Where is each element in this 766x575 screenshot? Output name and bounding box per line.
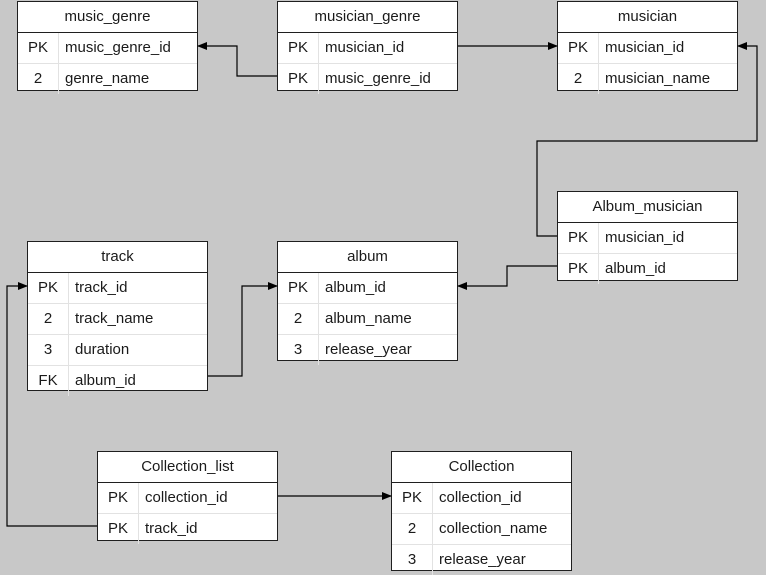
field-name: collection_id xyxy=(439,489,522,506)
key-marker: 2 xyxy=(392,514,433,544)
entity-row[interactable]: 2 musician_name xyxy=(558,63,737,94)
field-name: album_id xyxy=(605,260,666,277)
field-name: musician_id xyxy=(325,39,405,56)
entity-title: album xyxy=(278,242,457,273)
field-name: track_name xyxy=(75,310,154,327)
entity-row[interactable]: PK music_genre_id xyxy=(278,63,457,94)
entity-row[interactable]: PK track_id xyxy=(98,513,277,544)
field-name: release_year xyxy=(439,551,526,568)
key-marker: PK xyxy=(278,64,319,94)
entity-title: music_genre xyxy=(18,2,197,33)
entity-row[interactable]: 3 duration xyxy=(28,334,207,365)
entity-row[interactable]: PK collection_id xyxy=(392,483,571,513)
entity-album-musician[interactable]: Album_musician PK musician_id PK album_i… xyxy=(557,191,738,284)
key-marker: PK xyxy=(392,483,433,513)
key-marker: PK xyxy=(98,483,139,513)
connector-musician-genre-to-music-genre xyxy=(197,42,277,77)
entity-row[interactable]: 3 release_year xyxy=(278,334,457,365)
entity-row[interactable]: FK album_id xyxy=(28,365,207,396)
entity-title: track xyxy=(28,242,207,273)
entity-row[interactable]: 2 album_name xyxy=(278,303,457,334)
field-name: track_id xyxy=(75,279,128,296)
field-name: collection_name xyxy=(439,520,548,537)
key-marker: 2 xyxy=(18,64,59,94)
entity-row[interactable]: PK musician_id xyxy=(558,33,737,63)
key-marker: 2 xyxy=(278,304,319,334)
key-marker: PK xyxy=(558,223,599,253)
field-name: music_genre_id xyxy=(325,70,431,87)
field-name: duration xyxy=(75,341,130,358)
entity-title: Collection xyxy=(392,452,571,483)
entity-title: Album_musician xyxy=(558,192,737,223)
field-name: music_genre_id xyxy=(65,39,171,56)
key-marker: FK xyxy=(28,366,69,396)
field-name: track_id xyxy=(145,520,198,537)
key-marker: PK xyxy=(98,514,139,544)
field-name: genre_name xyxy=(65,70,150,87)
entity-row[interactable]: PK track_id xyxy=(28,273,207,303)
entity-row[interactable]: 2 genre_name xyxy=(18,63,197,94)
entity-musician[interactable]: musician PK musician_id 2 musician_name xyxy=(557,1,738,94)
connector-track-to-album xyxy=(208,282,278,377)
entity-row[interactable]: PK album_id xyxy=(278,273,457,303)
entity-row[interactable]: 2 collection_name xyxy=(392,513,571,544)
key-marker: PK xyxy=(278,273,319,303)
entity-album[interactable]: album PK album_id 2 album_name 3 release… xyxy=(277,241,458,365)
entity-musician-genre[interactable]: musician_genre PK musician_id PK music_g… xyxy=(277,1,458,94)
entity-collection-list[interactable]: Collection_list PK collection_id PK trac… xyxy=(97,451,278,544)
entity-track[interactable]: track PK track_id 2 track_name 3 duratio… xyxy=(27,241,208,396)
entity-row[interactable]: 2 track_name xyxy=(28,303,207,334)
key-marker: 3 xyxy=(28,335,69,365)
connector-album-musician-to-album xyxy=(457,265,557,290)
key-marker: PK xyxy=(558,254,599,284)
key-marker: PK xyxy=(28,273,69,303)
key-marker: 3 xyxy=(278,335,319,365)
entity-row[interactable]: PK musician_id xyxy=(278,33,457,63)
entity-row[interactable]: PK collection_id xyxy=(98,483,277,513)
entity-row[interactable]: PK musician_id xyxy=(558,223,737,253)
entity-collection[interactable]: Collection PK collection_id 2 collection… xyxy=(391,451,572,575)
entity-music-genre[interactable]: music_genre PK music_genre_id 2 genre_na… xyxy=(17,1,198,94)
entity-title: musician_genre xyxy=(278,2,457,33)
field-name: musician_name xyxy=(605,70,711,87)
key-marker: 2 xyxy=(28,304,69,334)
field-name: album_name xyxy=(325,310,412,327)
field-name: release_year xyxy=(325,341,412,358)
entity-title: musician xyxy=(558,2,737,33)
field-name: collection_id xyxy=(145,489,228,506)
key-marker: PK xyxy=(278,33,319,63)
entity-row[interactable]: 3 release_year xyxy=(392,544,571,575)
field-name: album_id xyxy=(325,279,386,296)
key-marker: 2 xyxy=(558,64,599,94)
entity-title: Collection_list xyxy=(98,452,277,483)
entity-row[interactable]: PK album_id xyxy=(558,253,737,284)
key-marker: 3 xyxy=(392,545,433,575)
key-marker: PK xyxy=(18,33,59,63)
field-name: musician_id xyxy=(605,39,685,56)
key-marker: PK xyxy=(558,33,599,63)
field-name: album_id xyxy=(75,372,136,389)
entity-row[interactable]: PK music_genre_id xyxy=(18,33,197,63)
field-name: musician_id xyxy=(605,229,685,246)
